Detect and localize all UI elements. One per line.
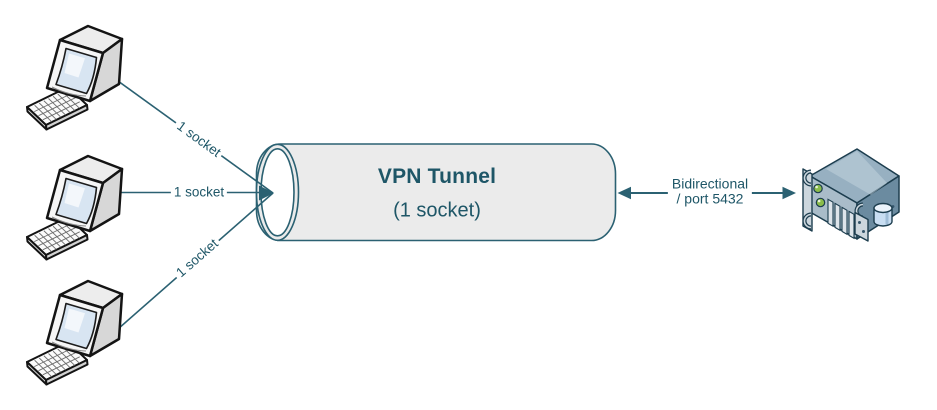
bidirectional-label-line1: Bidirectional (671, 175, 749, 191)
server-rack-ear-left (802, 168, 813, 232)
client-connectors (117, 80, 274, 330)
arrowhead-into-tunnel (259, 185, 274, 201)
vpn-tunnel-cylinder (255, 143, 617, 242)
server-top-sheen (826, 151, 887, 195)
tunnel-subtitle: (1 socket) (393, 199, 481, 222)
socket-label-middle: 1 socket (170, 184, 228, 200)
arrowhead-left (617, 186, 631, 200)
server-led-lights (813, 183, 826, 208)
workstation-icon (25, 24, 124, 131)
server-vent-slats (827, 198, 855, 240)
server-rack-ear-right (854, 202, 869, 242)
bidirectional-label-line2: / port 5432 (676, 190, 744, 207)
bidirectional-label: Bidirectional / port 5432 (667, 175, 753, 207)
workstation-icon (25, 154, 124, 261)
database-cylinder-icon (873, 202, 893, 227)
server-icon (802, 148, 900, 242)
workstation-icon (25, 279, 124, 386)
tunnel-title: VPN Tunnel (377, 165, 497, 188)
arrowhead-right (782, 186, 796, 200)
